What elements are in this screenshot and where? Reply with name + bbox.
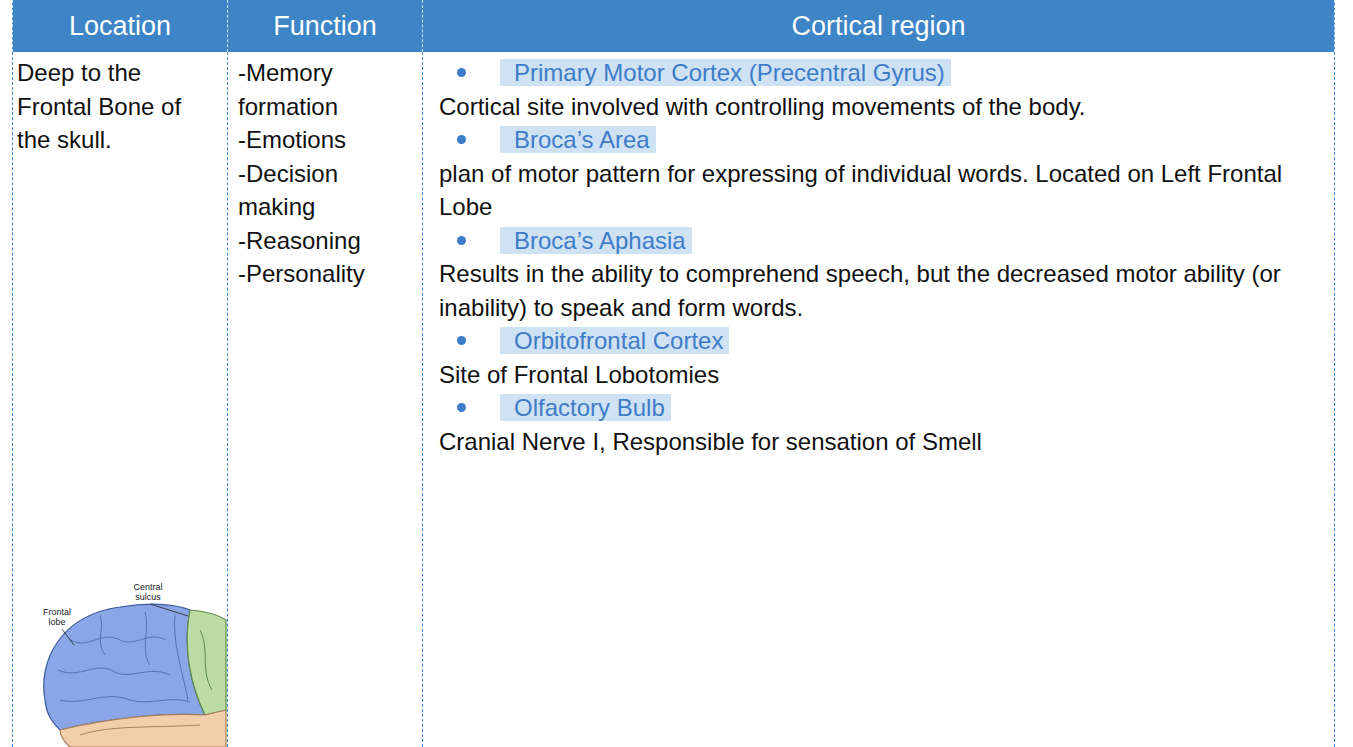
location-text: Deep to the Frontal Bone of the skull. (13, 56, 185, 157)
header-cell: Cortical region (423, 0, 1335, 52)
gyri-lines (58, 612, 190, 702)
bullet-dot (457, 403, 466, 412)
region-heading: Orbitofrontal Cortex (500, 327, 729, 354)
bullet-dot (457, 135, 466, 144)
bullet-dot (457, 236, 466, 245)
function-item: -Memory formation (228, 56, 388, 123)
leader-line (62, 629, 74, 645)
region-heading-line: Orbitofrontal Cortex (423, 324, 1334, 358)
function-item: -Personality (228, 257, 388, 291)
header-cell: Location (12, 0, 228, 52)
function-item: -Decision making (228, 157, 388, 224)
header-text: Function (273, 11, 377, 42)
body-cell: -Memory formation-Emotions-Decision maki… (228, 52, 423, 747)
region-description: Cortical site involved with controlling … (423, 90, 1334, 124)
gyri-lines-parietal (200, 630, 212, 690)
function-item: -Emotions (228, 123, 388, 157)
header-cell: Function (228, 0, 423, 52)
temporal-lobe (60, 710, 226, 747)
header-text: Cortical region (791, 11, 965, 42)
region-heading-line: Broca’s Area (423, 123, 1334, 157)
region-heading-line: Olfactory Bulb (423, 391, 1334, 425)
frontal-lobe (44, 604, 205, 730)
region-heading: Broca’s Aphasia (500, 227, 692, 254)
region-heading: Broca’s Area (500, 126, 656, 153)
bullet-dot (457, 336, 466, 345)
parietal-lobe (187, 610, 226, 715)
region-heading-line: Primary Motor Cortex (Precentral Gyrus) (423, 56, 1334, 90)
region-description: plan of motor pattern for expressing of … (423, 157, 1334, 224)
region-heading-line: Broca’s Aphasia (423, 224, 1334, 258)
header-text: Location (69, 11, 171, 42)
region-description: Results in the ability to comprehend spe… (423, 257, 1334, 324)
region-heading: Primary Motor Cortex (Precentral Gyrus) (500, 59, 951, 86)
region-description: Site of Frontal Lobotomies (423, 358, 1334, 392)
leader-line (150, 604, 188, 616)
body-cell: Primary Motor Cortex (Precentral Gyrus) C… (423, 52, 1335, 747)
bullet-dot (457, 68, 466, 77)
gyri-lines-temporal (80, 725, 200, 735)
body-cell: Deep to the Frontal Bone of the skull. (12, 52, 228, 747)
region-heading: Olfactory Bulb (500, 394, 671, 421)
figure-label: Frontal lobe (38, 607, 76, 627)
figure-label: Central sulcus (128, 582, 168, 602)
region-description: Cranial Nerve I, Responsible for sensati… (423, 425, 1334, 459)
function-item: -Reasoning (228, 224, 388, 258)
